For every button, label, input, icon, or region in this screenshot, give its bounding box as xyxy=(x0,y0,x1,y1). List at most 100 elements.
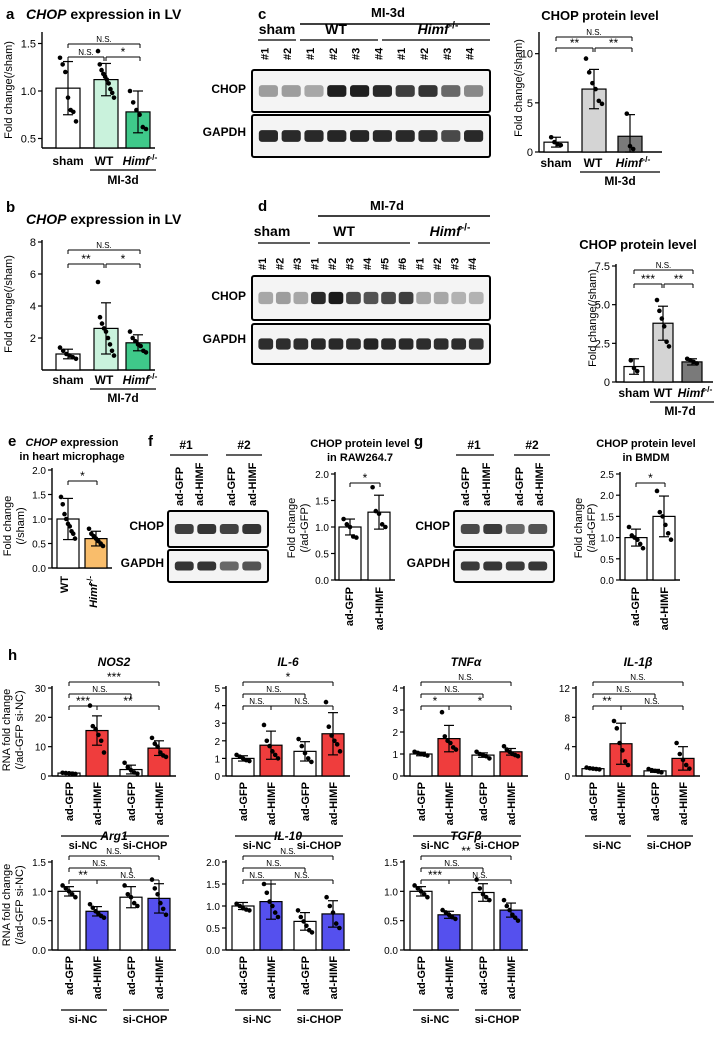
y-tick-label: 1.5 xyxy=(384,858,398,869)
y-tick-label: 6 xyxy=(30,269,36,281)
blot-band xyxy=(381,338,396,350)
data-point xyxy=(596,98,602,104)
group-label: si-NC xyxy=(69,840,98,852)
data-point xyxy=(127,329,133,334)
panel-letter: c xyxy=(258,6,266,23)
blot-band xyxy=(398,338,414,350)
y-tick-label: 10 xyxy=(35,743,47,754)
data-point xyxy=(637,541,643,547)
significance-label: * xyxy=(121,45,126,59)
data-point xyxy=(548,134,554,140)
data-point xyxy=(501,744,507,749)
data-point xyxy=(111,95,117,100)
blot-band xyxy=(398,291,414,305)
blot-band xyxy=(311,291,326,305)
blot-frame xyxy=(167,549,269,583)
data-point xyxy=(329,733,334,738)
data-point xyxy=(57,345,63,350)
lane-label: #1 xyxy=(415,258,427,270)
blot-label-chop: CHOP xyxy=(211,289,246,303)
data-point xyxy=(501,897,507,903)
significance-label: * xyxy=(80,469,85,483)
significance-label: N.S. xyxy=(96,241,112,250)
data-point xyxy=(354,535,359,540)
blot-band xyxy=(281,130,301,142)
gene-title: IL-6 xyxy=(277,655,299,669)
y-tick-label: 1.5 xyxy=(32,858,46,869)
significance-label: ** xyxy=(674,272,684,286)
data-point xyxy=(96,732,101,738)
chart-g: 0.00.51.01.52.02.5 xyxy=(600,470,680,587)
blot-band xyxy=(258,130,278,142)
data-point xyxy=(63,69,68,75)
himf-label: Himf-/- xyxy=(678,384,713,400)
lane-label: ad-GFP xyxy=(460,467,472,506)
blot-band xyxy=(350,85,370,97)
chart-title: CHOP protein level xyxy=(596,438,695,450)
x-label: ad-GFP xyxy=(238,782,250,821)
data-point xyxy=(674,740,679,746)
blot-band xyxy=(327,130,347,142)
data-point xyxy=(628,358,634,363)
blot-band xyxy=(460,523,480,535)
group-label: si-CHOP xyxy=(297,840,342,852)
data-point xyxy=(261,722,267,728)
blot-frame xyxy=(453,510,555,548)
x-label: sham xyxy=(52,373,83,387)
blot-band xyxy=(346,291,361,305)
blot-band xyxy=(441,85,461,97)
x-label: WT xyxy=(584,156,603,170)
lane-label: #3 xyxy=(351,48,363,60)
data-point xyxy=(143,126,149,132)
x-label: ad-HIMF xyxy=(678,782,690,826)
significance-label: N.S. xyxy=(92,685,108,694)
lane-label: #1 xyxy=(257,258,269,270)
chart-h5: 0.00.51.01.5 xyxy=(32,858,176,957)
y-tick-label: 2.0 xyxy=(600,491,614,502)
data-point xyxy=(67,524,73,529)
lane-label: ad-GFP xyxy=(226,467,238,506)
blot-band xyxy=(219,561,239,571)
data-point xyxy=(109,90,115,96)
data-point xyxy=(163,754,169,760)
data-point xyxy=(60,502,66,507)
data-point xyxy=(630,146,636,152)
data-point xyxy=(125,891,131,897)
blot-label-gapdh: GAPDH xyxy=(121,556,164,570)
x-label: sham xyxy=(540,156,571,170)
data-point xyxy=(474,749,479,755)
data-point xyxy=(622,759,628,764)
data-point xyxy=(635,537,640,543)
blot-band xyxy=(328,338,344,350)
x-label: ad-GFP xyxy=(238,956,250,995)
significance-label: ** xyxy=(570,36,580,50)
y-tick-label: 20 xyxy=(35,713,47,724)
y-axis-label: Fold change(/sham) xyxy=(513,39,525,137)
y-tick-label: 0.5 xyxy=(32,917,46,928)
data-point xyxy=(614,726,620,731)
data-point xyxy=(108,86,113,92)
data-point xyxy=(270,749,275,754)
lane-label: #1 xyxy=(309,258,321,270)
y-tick-label: 0.0 xyxy=(206,946,220,957)
x-label: WT xyxy=(95,373,114,387)
lane-label: #3 xyxy=(292,258,304,270)
gene-title: TGFβ xyxy=(450,829,482,843)
y-axis-label: Fold change xyxy=(2,496,14,557)
y-tick-label: 0.5 xyxy=(32,540,46,551)
data-point xyxy=(611,718,617,724)
y-tick-label: 1.5 xyxy=(32,491,46,502)
data-point xyxy=(324,894,329,900)
data-point xyxy=(131,900,137,906)
data-point xyxy=(134,107,139,113)
y-tick-label: 1 xyxy=(214,754,220,765)
group-label: MI-7d xyxy=(664,404,695,418)
blot-band xyxy=(363,291,379,305)
data-point xyxy=(107,342,113,347)
significance-label: N.S. xyxy=(458,673,474,682)
y-tick-label: 0.5 xyxy=(21,134,36,146)
y-tick-label: 3 xyxy=(392,706,398,717)
y-tick-label: 2 xyxy=(214,737,220,748)
y-tick-label: 1.0 xyxy=(32,515,46,526)
